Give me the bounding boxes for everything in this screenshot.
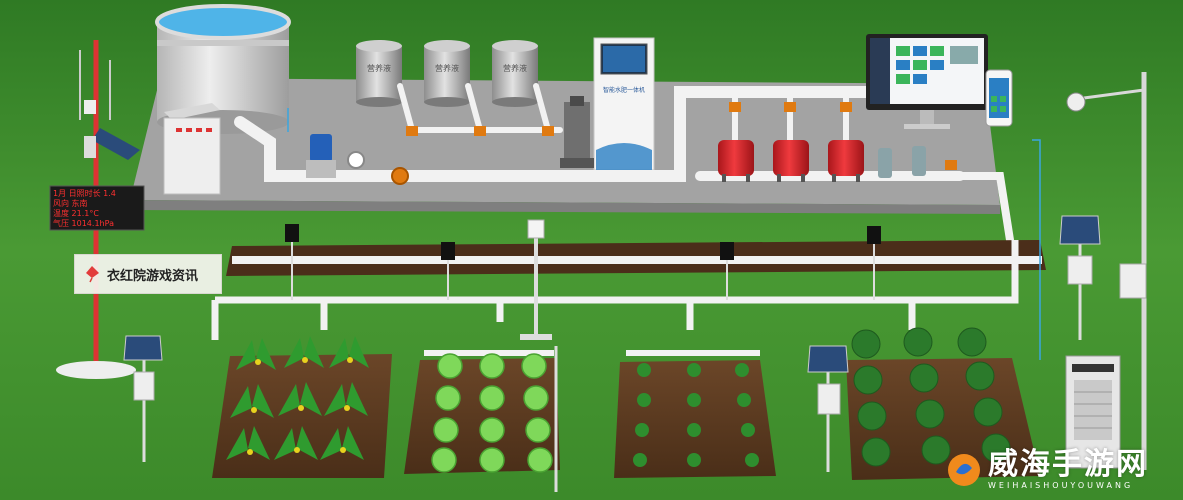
pressure-gauge [347, 151, 365, 169]
field-cabbage [404, 346, 560, 492]
controller-label: 智能水肥一体机 [603, 86, 645, 94]
site-caption-overlay: 衣红院游戏资讯 [74, 254, 222, 294]
weather-display-line-4: 气压 1014.1hPa [53, 218, 114, 228]
field-shrub [846, 327, 1040, 480]
monitoring-computer [866, 34, 988, 129]
solar-sensor-station-right [1059, 215, 1101, 340]
distribution-pipe [211, 240, 1019, 340]
watermark-main-text: 威海手游网 [988, 447, 1148, 482]
watermark: 威海手游网 WEIHAISHOUYOUWANG [944, 444, 1180, 496]
nutrient-tank-2 [424, 40, 470, 107]
signal-relay-pole [520, 219, 552, 340]
kite-logo-icon [86, 266, 99, 283]
surveillance-camera-pole [1066, 72, 1147, 470]
water-pump-motor [306, 134, 336, 178]
weather-display-line-1: 1月 日照时长 1.4 [53, 188, 116, 198]
nutrient-tank-1-label: 营养液 [367, 63, 391, 73]
solar-sensor-station-middle [807, 345, 849, 472]
mobile-phone [985, 69, 1013, 127]
weather-display-line-3: 温度 21.1°C [53, 208, 99, 218]
solenoid-valves [406, 102, 957, 170]
nutrient-tank-1 [356, 40, 402, 107]
wireless-sensor-nodes [285, 224, 881, 300]
weather-led-display [49, 185, 145, 231]
solar-sensor-station-left [123, 335, 163, 462]
platform-edge [130, 200, 1000, 214]
fertigation-controller [593, 37, 655, 171]
disc-filters [878, 146, 926, 178]
weather-display-line-2: 风向 东南 [53, 198, 88, 208]
watermark-logo-icon [948, 454, 980, 486]
main-valve [391, 167, 409, 185]
field-seedling [614, 350, 776, 478]
underground-main-pipe [232, 256, 1042, 264]
signal-cables [287, 108, 1041, 360]
watermark-sub-text: WEIHAISHOUYOUWANG [988, 481, 1134, 490]
site-caption-text: 衣红院游戏资讯 [107, 268, 199, 284]
nutrient-tank-2-label: 营养液 [435, 63, 459, 73]
sand-filter-tank-2 [773, 140, 809, 182]
sand-filter-tank-3 [828, 140, 864, 182]
insect-monitoring-cabinet [1065, 355, 1121, 469]
nutrient-tank-3 [492, 40, 538, 107]
field-banana [212, 336, 392, 478]
electric-control-cabinet [163, 103, 221, 195]
nutrient-tank-3-label: 营养液 [503, 63, 527, 73]
sand-filter-tank-1 [718, 140, 754, 182]
dosing-pump [560, 96, 594, 168]
